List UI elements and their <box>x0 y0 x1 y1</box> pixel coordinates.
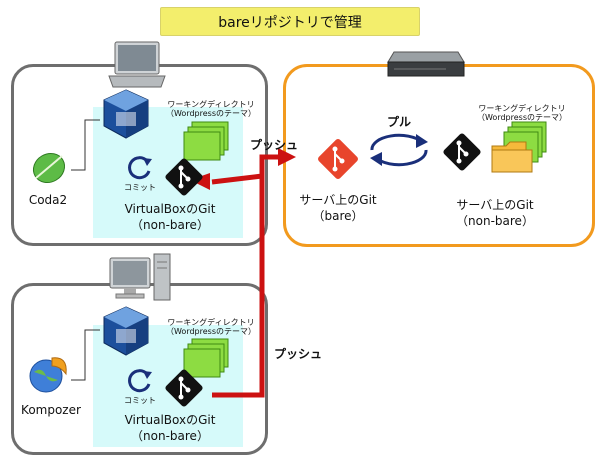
pc1-git-label-1: VirtualBoxのGit <box>124 202 216 216</box>
virtualbox-icon <box>101 88 151 140</box>
server-worktree-label-1: ワーキングディレクトリ <box>478 104 566 113</box>
coda-leaf-icon <box>28 148 70 188</box>
pc2-worktree-label-2: （Wordpressのテーマ） <box>165 327 256 336</box>
pc1-commit-cycle-icon <box>125 155 155 181</box>
server-bare-git-icon <box>314 135 362 183</box>
laptop-icon <box>107 40 167 92</box>
pc1-editor-label: Coda2 <box>28 193 68 207</box>
pc2-commit-label: コミット <box>124 396 156 405</box>
pc2-commit-cycle-icon <box>125 368 155 394</box>
server-rack-icon <box>386 50 466 80</box>
pc1-folder-stack-icon <box>180 120 230 166</box>
push-label-top: プッシュ <box>250 138 299 152</box>
server-bare-label-2: （bare） <box>312 209 364 223</box>
pc1-worktree-label-2: （Wordpressのテーマ） <box>165 109 256 118</box>
diagram-title: bareリポジトリで管理 <box>160 7 420 36</box>
server-folder-stack-icon <box>490 120 550 176</box>
server-nonbare-git-icon <box>440 130 484 174</box>
pc1-commit-label: コミット <box>124 183 156 192</box>
desktop-pc-icon <box>108 252 174 304</box>
server-bare-label-1: サーバ上のGit <box>299 193 377 207</box>
pc1-worktree-label-1: ワーキングディレクトリ <box>167 100 255 109</box>
kompozer-globe-icon <box>26 352 72 396</box>
pc2-git-label-1: VirtualBoxのGit <box>124 413 216 427</box>
pc2-git-icon <box>162 366 206 410</box>
push-label-bottom: プッシュ <box>274 347 323 361</box>
pc2-folder-stack-icon <box>180 337 230 383</box>
server-worktree-label-2: （Wordpressのテーマ） <box>476 113 567 122</box>
server-nonbare-label-2: （non-bare） <box>456 214 534 228</box>
pc2-editor-label: Kompozer <box>21 403 81 417</box>
pc2-worktree-label-1: ワーキングディレクトリ <box>167 318 255 327</box>
server-nonbare-label-1: サーバ上のGit <box>456 198 534 212</box>
pc1-git-label-2: （non-bare） <box>131 218 209 232</box>
pc1-git-icon <box>162 155 206 199</box>
pull-label: プル <box>387 115 412 129</box>
virtualbox-icon <box>101 305 151 357</box>
pull-cycle-icon <box>364 130 434 170</box>
pc2-git-label-2: （non-bare） <box>131 429 209 443</box>
